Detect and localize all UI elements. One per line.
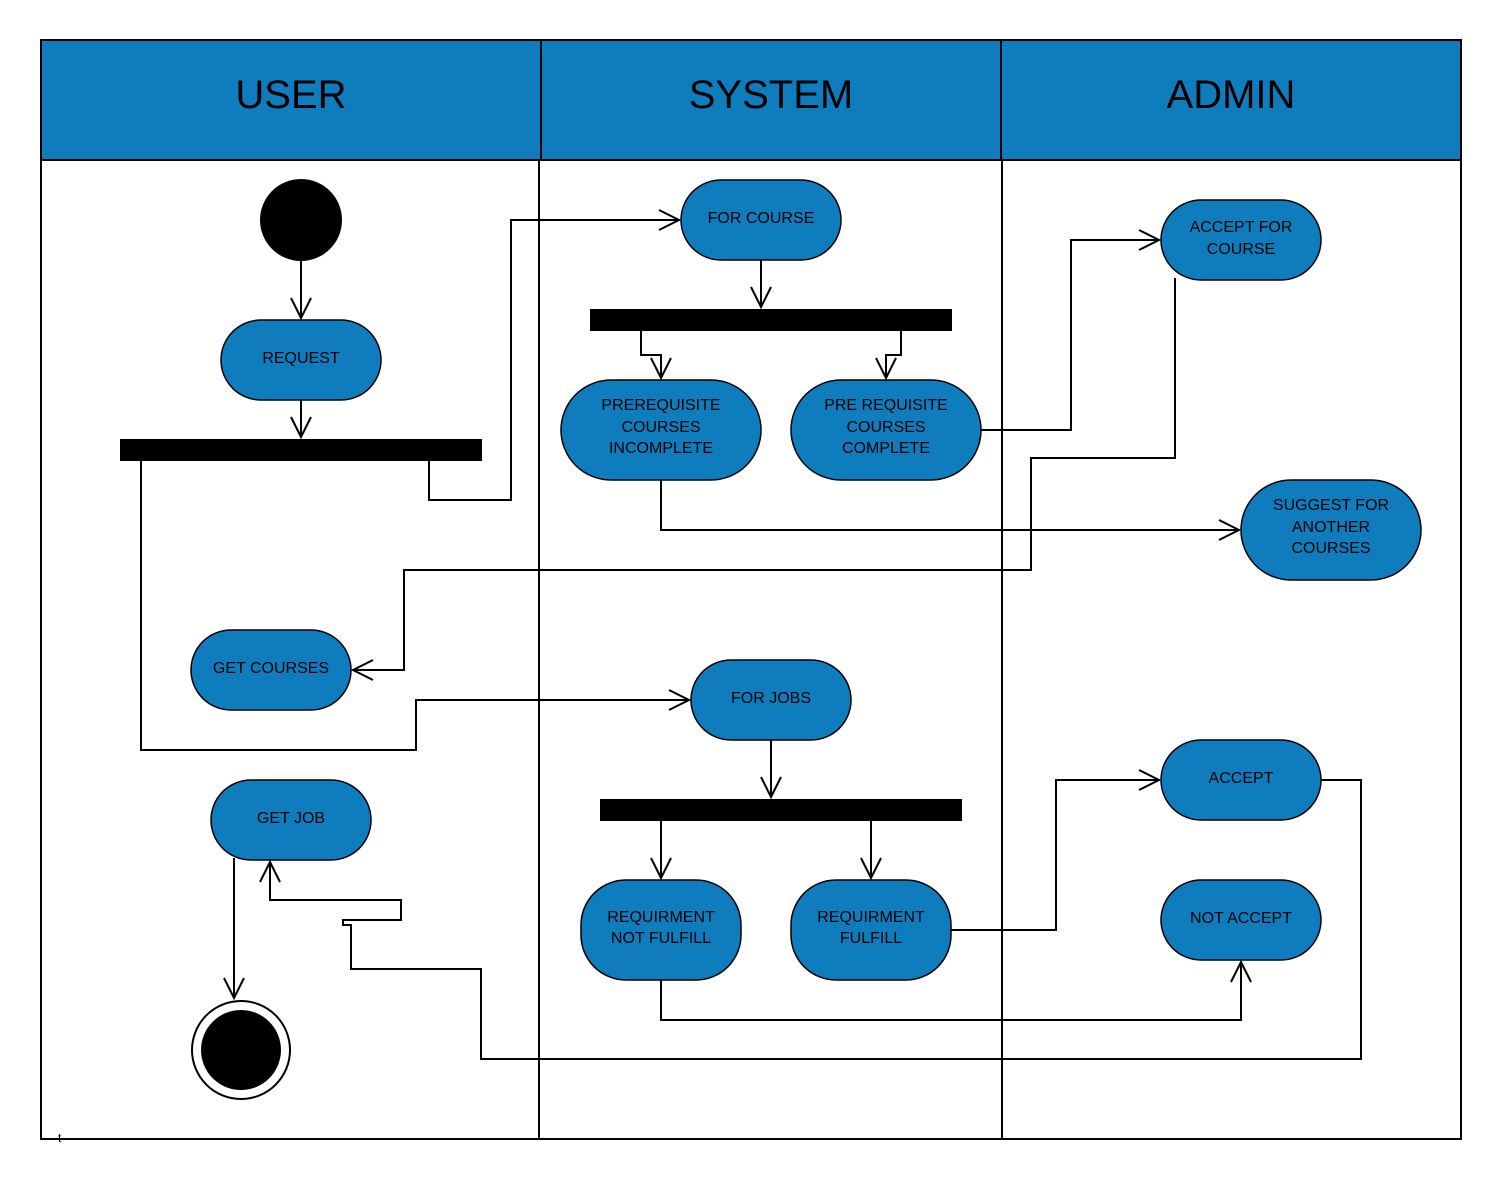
flow-incomplete-suggest	[660, 480, 1239, 531]
node-request: REQUEST	[220, 319, 382, 401]
arrow-start-request	[290, 297, 312, 321]
arrow-get-job-end	[223, 977, 245, 1001]
arrow-request-fork	[290, 416, 312, 440]
flow-fork-for-course	[428, 219, 679, 501]
node-req-not-fulfill: REQUIRMENT NOT FULFILL	[580, 879, 742, 981]
arrow-not-fulfill-not-accept	[1230, 959, 1252, 983]
flow-accept-course-get-courses	[353, 278, 1176, 671]
node-label-line-1: PREREQUISITE	[601, 397, 720, 414]
node-label: FOR JOBS	[731, 690, 811, 707]
node-label-line-3: COMPLETE	[842, 440, 930, 457]
node-prereq-incomplete: PREREQUISITE COURSES INCOMPLETE	[560, 379, 762, 481]
lane-title-user: USER	[235, 73, 346, 117]
lane-header-system	[540, 39, 1002, 161]
node-label-line-2: ANOTHER	[1292, 519, 1370, 536]
arrow-for-jobs-bar	[760, 776, 782, 800]
node-for-jobs: FOR JOBS	[690, 659, 852, 741]
arrow-fork-for-course	[658, 209, 682, 231]
end-node-core	[201, 1010, 281, 1090]
node-suggest-another: SUGGEST FOR ANOTHER COURSES	[1240, 479, 1422, 581]
flow-bar-prereq-complete	[885, 331, 902, 378]
lane-header-user	[40, 39, 542, 161]
arrow-fork-for-jobs	[668, 689, 692, 711]
flow-accept-get-job	[269, 779, 1362, 1060]
node-label-line-2: COURSES	[846, 419, 925, 436]
node-accept: ACCEPT	[1160, 739, 1322, 821]
arrow-accept-get-job	[259, 859, 281, 883]
node-req-fulfill: REQUIRMENT FULFILL	[790, 879, 952, 981]
footer-mark: t	[58, 1131, 62, 1145]
lane-header-admin	[1000, 39, 1462, 161]
node-label-line-2: COURSES	[621, 419, 700, 436]
node-label-line-1: REQUIRMENT	[607, 909, 715, 926]
node-get-courses: GET COURSES	[190, 629, 352, 711]
arrow-complete-accept-course	[1138, 229, 1162, 251]
fork-bar-user	[120, 439, 482, 461]
flow-bar-prereq-incomplete	[640, 331, 662, 378]
node-label-line-2: FULFILL	[840, 930, 902, 947]
node-get-job: GET JOB	[210, 779, 372, 861]
arrow-fulfill-accept	[1138, 769, 1162, 791]
node-label: REQUEST	[262, 350, 340, 367]
node-label-line-1: PRE REQUISITE	[824, 397, 948, 414]
node-label-line-1: REQUIRMENT	[817, 909, 925, 926]
node-label-line-3: INCOMPLETE	[609, 440, 713, 457]
node-prereq-complete: PRE REQUISITE COURSES COMPLETE	[790, 379, 982, 481]
node-not-accept: NOT ACCEPT	[1160, 879, 1322, 961]
node-accept-for-course: ACCEPT FOR COURSE	[1160, 199, 1322, 281]
node-label-line-2: COURSE	[1207, 241, 1275, 258]
fork-bar-jobs	[600, 799, 962, 821]
fork-bar-course	[590, 309, 952, 331]
flow-not-fulfill-not-accept	[660, 962, 1242, 1021]
node-label-line-3: COURSES	[1291, 540, 1370, 557]
node-for-course: FOR COURSE	[680, 179, 842, 261]
node-label: NOT ACCEPT	[1190, 910, 1292, 927]
arrow-bar-fulfill	[860, 857, 882, 881]
arrow-bar-not-fulfill	[650, 857, 672, 881]
arrow-for-course-bar	[750, 286, 772, 310]
node-label: GET JOB	[257, 810, 325, 827]
flow-complete-accept-course	[981, 239, 1159, 431]
arrow-bar-prereq-complete	[875, 357, 897, 381]
flow-fork-for-jobs	[140, 461, 689, 751]
arrow-incomplete-suggest	[1218, 519, 1242, 541]
node-label-line-1: SUGGEST FOR	[1273, 497, 1389, 514]
start-node	[260, 179, 342, 261]
arrow-bar-prereq-incomplete	[650, 357, 672, 381]
node-label-line-2: NOT FULFILL	[611, 930, 711, 947]
arrow-accept-course-get-courses	[350, 659, 374, 681]
node-label-line-1: ACCEPT FOR	[1190, 219, 1293, 236]
node-label: FOR COURSE	[708, 210, 815, 227]
lane-title-system: SYSTEM	[689, 73, 853, 117]
flow-fulfill-accept	[951, 779, 1159, 931]
node-label: ACCEPT	[1209, 770, 1274, 787]
flows	[140, 209, 1362, 1060]
node-label: GET COURSES	[213, 660, 329, 677]
lane-title-admin: ADMIN	[1167, 73, 1296, 117]
